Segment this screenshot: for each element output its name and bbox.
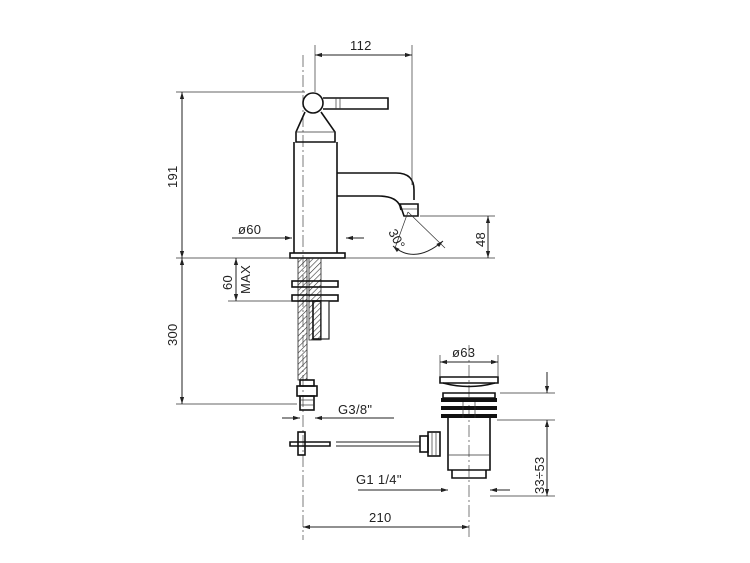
dimension-hose-thread: G3/8" <box>338 402 372 417</box>
dimension-g38: G3/8" <box>282 402 394 421</box>
dimension-max-label: MAX <box>238 265 253 294</box>
dimension-300: 300 <box>165 258 297 405</box>
dimension-30-deg: 30° <box>385 211 446 255</box>
dimension-63-diameter: ø63 <box>439 345 499 377</box>
pop-up-rod <box>289 431 441 457</box>
dimension-33-53: 33÷53 <box>490 372 555 497</box>
dimension-spout-angle: 30° <box>385 226 408 251</box>
dimension-base-diameter: ø60 <box>238 222 261 237</box>
dimension-total-height: 191 <box>165 165 180 188</box>
dimension-spout-reach: 112 <box>350 38 372 53</box>
dimension-waste-thread: G1 1/4" <box>356 472 402 487</box>
dimension-waste-diameter: ø63 <box>452 345 475 360</box>
dimension-112: 112 <box>314 38 413 185</box>
dimension-spout-height: 48 <box>473 232 488 247</box>
dimension-g114: G1 1/4" <box>356 472 510 493</box>
waste-drain <box>439 376 499 479</box>
faucet-body <box>289 92 419 259</box>
dimension-waste-range: 33÷53 <box>532 456 547 494</box>
dimension-210: 210 <box>303 510 469 530</box>
dimension-deck-thickness: 60 <box>220 275 235 290</box>
dimension-hose-length: 300 <box>165 323 180 346</box>
dimension-60-max: 60 MAX <box>220 258 292 302</box>
dimension-pull-rod-length: 210 <box>369 510 392 525</box>
dimension-48: 48 <box>345 215 495 259</box>
dimension-60-diameter: ø60 <box>232 222 364 241</box>
mounting-assembly <box>291 257 339 411</box>
dimension-191: 191 <box>165 91 305 259</box>
